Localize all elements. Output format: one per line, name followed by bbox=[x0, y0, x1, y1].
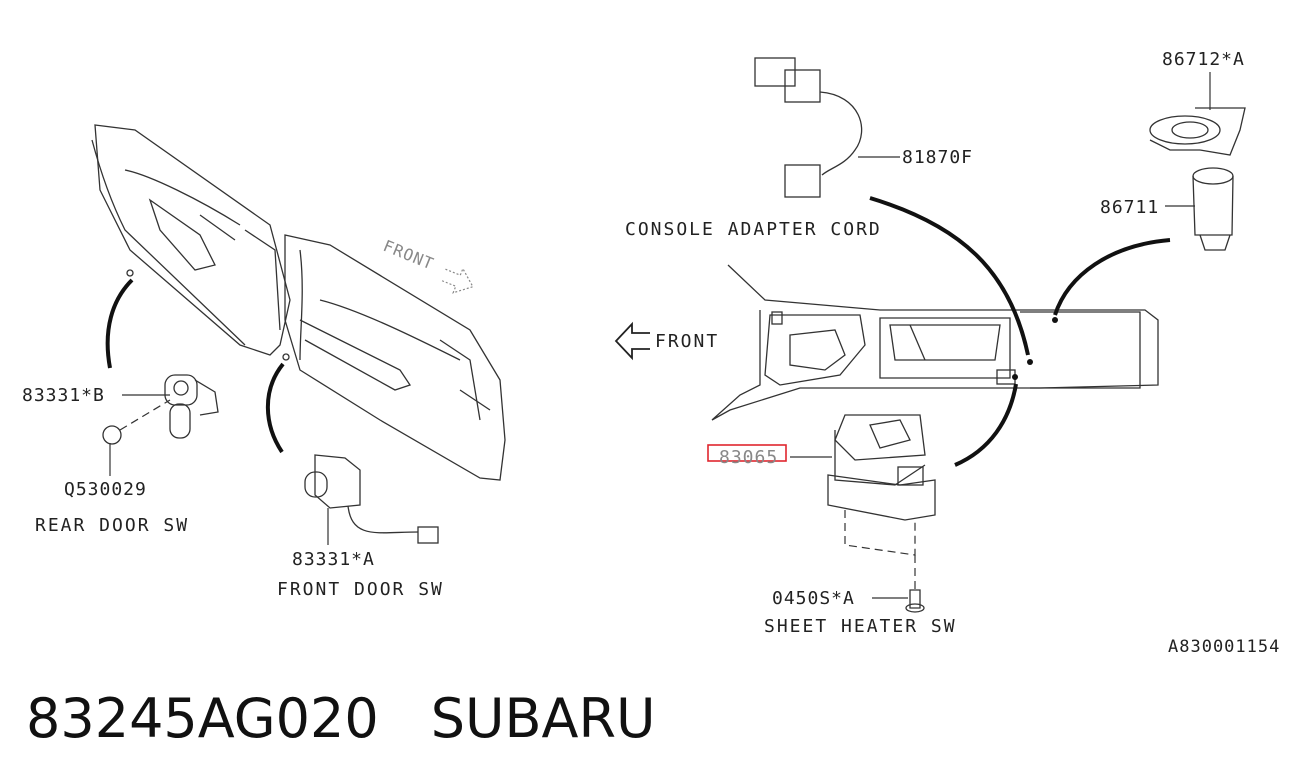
front-door-sw-caption: FRONT DOOR SW bbox=[277, 579, 444, 600]
heater-switch-highlight-box bbox=[707, 444, 787, 462]
left-front-arrow-label: FRONT bbox=[655, 331, 719, 352]
sheet-heater-sw-caption: SHEET HEATER SW bbox=[764, 616, 957, 637]
console-adapter-cord-caption: CONSOLE ADAPTER CORD bbox=[625, 219, 882, 240]
front-door-panel-drawing bbox=[284, 234, 506, 481]
brand-name: SUBARU bbox=[430, 687, 656, 750]
lighter-ring-part-label: 86712*A bbox=[1162, 49, 1245, 70]
heater-screw-part-label: 0450S*A bbox=[772, 588, 855, 609]
console-adapter-cord-drawing bbox=[754, 57, 900, 198]
front-door-switch-drawing bbox=[265, 353, 439, 545]
door-front-arrow: FRONT bbox=[381, 236, 474, 294]
reference-code: A830001154 bbox=[1168, 637, 1280, 657]
lighter-socket-part-label: 86711 bbox=[1100, 197, 1159, 218]
footer: 83245AG020 SUBARU bbox=[26, 684, 656, 754]
rear-switch-part-label: 83331*B bbox=[22, 385, 105, 406]
rear-door-switch-drawing bbox=[102, 269, 219, 476]
front-switch-part-label: 83331*A bbox=[292, 549, 375, 570]
cord-part-label: 81870F bbox=[902, 147, 973, 168]
screw-part-label: Q530029 bbox=[64, 479, 147, 500]
left-front-arrow bbox=[614, 321, 650, 361]
part-number: 83245AG020 bbox=[26, 687, 379, 750]
lighter-ring-drawing bbox=[1149, 72, 1246, 156]
sheet-heater-switch-drawing bbox=[790, 414, 936, 613]
center-console-drawing bbox=[711, 196, 1171, 467]
rear-door-panel-drawing bbox=[91, 124, 291, 356]
rear-door-sw-caption: REAR DOOR SW bbox=[35, 515, 189, 536]
svg-text:FRONT: FRONT bbox=[381, 236, 437, 274]
lighter-socket-drawing bbox=[1165, 167, 1234, 251]
heater-switch-part-label: 83065 bbox=[719, 447, 778, 468]
